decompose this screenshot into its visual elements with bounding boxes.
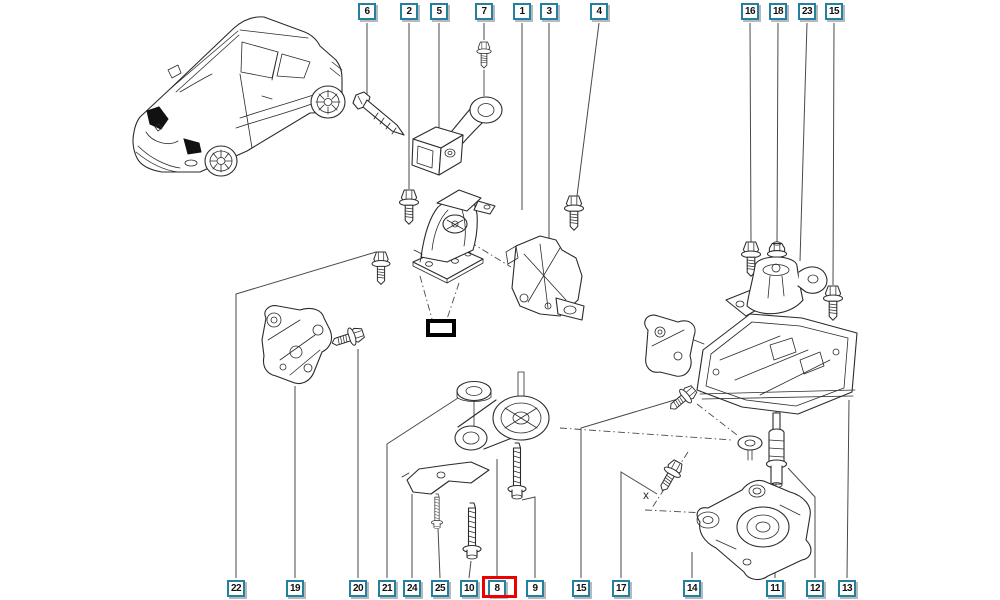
l-bracket	[401, 461, 490, 495]
leader-line-22	[235, 251, 377, 578]
lower-torque-rod	[454, 371, 550, 451]
car-illustration	[132, 16, 346, 177]
washer-small	[737, 435, 763, 461]
callout-14-bottom[interactable]: 14	[683, 580, 701, 597]
callout-21-bottom[interactable]: 21	[378, 580, 396, 597]
callout-15-top[interactable]: 15	[825, 3, 843, 20]
leader-line-12	[787, 467, 816, 578]
callout-9-bottom[interactable]: 9	[526, 580, 544, 597]
leader-lines	[235, 22, 850, 579]
engine-mount-bracket	[412, 189, 496, 284]
callout-20-bottom[interactable]: 20	[349, 580, 367, 597]
parts-group	[132, 16, 858, 581]
bolt-2	[398, 189, 420, 225]
bolt-22	[371, 251, 391, 285]
gearbox-mount-rubber	[725, 256, 828, 317]
screw-25	[431, 493, 443, 530]
leader-line-21	[386, 397, 459, 578]
callout-6-top[interactable]: 6	[358, 3, 376, 20]
callout-10-bottom[interactable]: 10	[460, 580, 478, 597]
leader-line-15	[832, 22, 835, 286]
callout-3-top[interactable]: 3	[540, 3, 558, 20]
callout-15-bottom[interactable]: 15	[572, 580, 590, 597]
leader-line-4	[576, 22, 600, 197]
leader-line-17	[620, 471, 658, 578]
x-discard-marker: x	[643, 488, 649, 502]
right-engine-mount	[505, 235, 585, 321]
callout-8-bottom[interactable]: 8	[488, 580, 506, 597]
callout-7-top[interactable]: 7	[475, 3, 493, 20]
screw-9	[507, 442, 527, 500]
damper-stud	[765, 412, 788, 488]
flange-nut-18	[766, 241, 788, 258]
callout-25-bottom[interactable]: 25	[431, 580, 449, 597]
callout-22-bottom[interactable]: 22	[227, 580, 245, 597]
long-bolt-6	[352, 91, 405, 136]
leader-line-10	[468, 560, 472, 579]
callout-13-bottom[interactable]: 13	[838, 580, 856, 597]
callout-18-top[interactable]: 18	[769, 3, 787, 20]
support-tray-bracket	[644, 313, 858, 415]
callout-16-top[interactable]: 16	[741, 3, 759, 20]
screw-10	[462, 502, 482, 560]
callout-17-bottom[interactable]: 17	[612, 580, 630, 597]
leader-line-13	[846, 399, 850, 579]
leader-line-18	[776, 22, 779, 243]
callout-1-top[interactable]: 1	[513, 3, 531, 20]
callout-2-top[interactable]: 2	[400, 3, 418, 20]
callout-11-bottom[interactable]: 11	[766, 580, 784, 597]
leader-line-15	[580, 395, 689, 578]
callout-4-top[interactable]: 4	[590, 3, 608, 20]
upper-torque-arm	[411, 41, 503, 176]
callout-5-top[interactable]: 5	[430, 3, 448, 20]
leader-line-23	[799, 22, 808, 262]
leader-line-9	[521, 496, 536, 578]
rear-mount-bracket	[696, 479, 812, 581]
bolt-15-top	[822, 285, 844, 321]
callout-12-bottom[interactable]: 12	[806, 580, 824, 597]
leader-line-25	[437, 527, 441, 579]
bolt-20	[328, 323, 367, 353]
bolt-4	[563, 195, 585, 231]
bolt-17	[653, 457, 687, 496]
callout-19-bottom[interactable]: 19	[286, 580, 304, 597]
bolt-15-bottom	[664, 382, 700, 416]
cup-washer	[456, 380, 492, 427]
callout-24-bottom[interactable]: 24	[403, 580, 421, 597]
leader-line-16	[749, 22, 752, 243]
callout-23-top[interactable]: 23	[798, 3, 816, 20]
black-frame-marker	[426, 319, 456, 337]
left-bracket-casting	[261, 305, 333, 385]
